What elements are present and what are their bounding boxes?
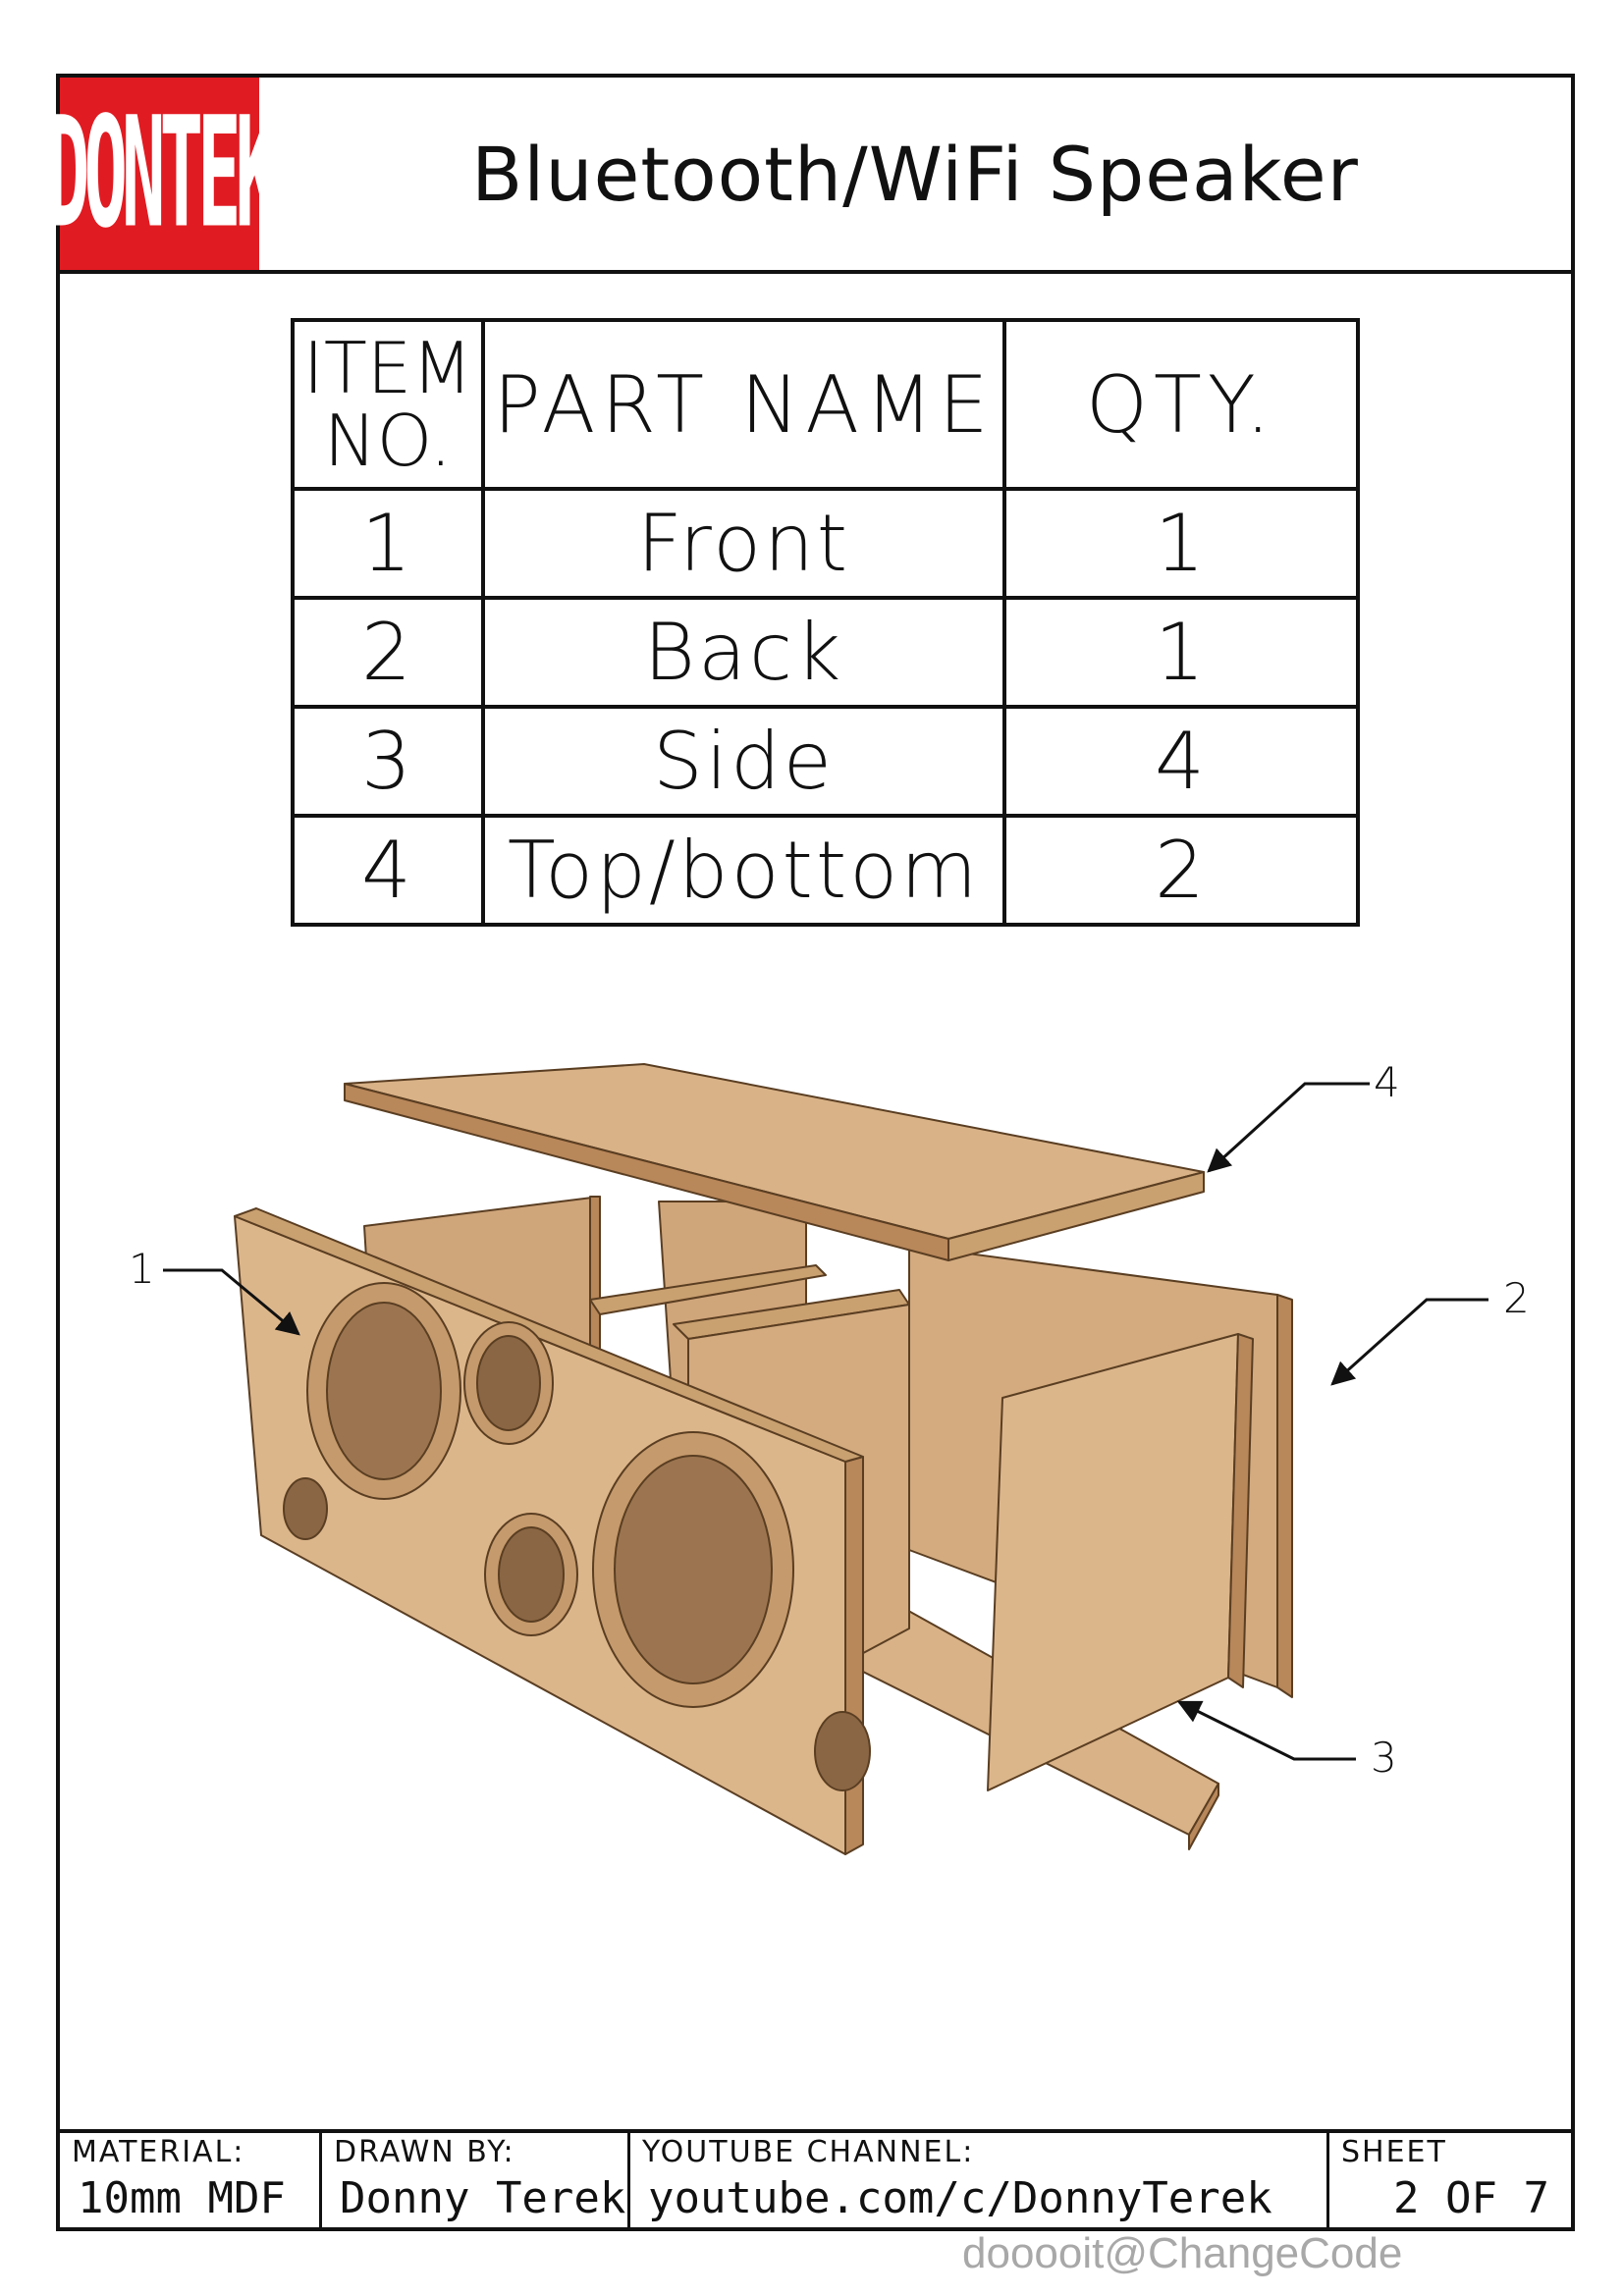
footer-title-block: MATERIAL: 10mm MDF DRAWN BY: Donny Terek… xyxy=(60,2129,1571,2227)
item-number: 1 xyxy=(291,487,485,600)
top-panel xyxy=(344,1063,1205,1261)
logo-text: DONTEK xyxy=(45,84,279,263)
drawn-by-label: DRAWN BY: xyxy=(334,2135,515,2169)
header-part-name: PART NAME xyxy=(481,318,1006,491)
material-label: MATERIAL: xyxy=(72,2135,245,2169)
parts-list-table: ITEM NO. PART NAME QTY. 1 Front 1 2 Back… xyxy=(291,318,1360,927)
part-qty: 2 xyxy=(1002,814,1360,927)
part-name: Back xyxy=(481,596,1006,709)
callout-label-3: 3 xyxy=(1371,1734,1397,1782)
table-row: 4 Top/bottom 2 xyxy=(291,814,1360,927)
item-number: 4 xyxy=(291,814,485,927)
material-value: 10mm MDF xyxy=(78,2173,286,2223)
drawing-sheet: DONTEK Bluetooth/WiFi Speaker ITEM NO. P… xyxy=(46,74,1575,2231)
table-header-row: ITEM NO. PART NAME QTY. xyxy=(291,318,1360,491)
youtube-cell: YOUTUBE CHANNEL: youtube.com/c/DonnyTere… xyxy=(630,2133,1329,2227)
header-item-no: ITEM NO. xyxy=(291,318,485,491)
part-name: Side xyxy=(481,705,1006,818)
header-item-line2: NO. xyxy=(323,400,453,482)
outer-side-panel xyxy=(987,1333,1254,1791)
sheet-cell: SHEET 2 OF 7 xyxy=(1329,2133,1571,2227)
callout-leader-1 xyxy=(163,1268,300,1336)
front-panel xyxy=(234,1207,871,1855)
callout-leader-4 xyxy=(1207,1082,1370,1173)
drawn-by-cell: DRAWN BY: Donny Terek xyxy=(322,2133,630,2227)
callout-label-1: 1 xyxy=(129,1245,155,1293)
sheet-number: 2 OF 7 xyxy=(1393,2173,1549,2223)
callout-label-4: 4 xyxy=(1374,1058,1400,1106)
callout-leader-2 xyxy=(1330,1298,1488,1386)
callout-label-2: 2 xyxy=(1503,1274,1530,1322)
part-qty: 1 xyxy=(1002,487,1360,600)
table-row: 1 Front 1 xyxy=(291,487,1360,600)
brand-logo: DONTEK xyxy=(46,78,279,270)
material-cell: MATERIAL: 10mm MDF xyxy=(60,2133,322,2227)
table-row: 2 Back 1 xyxy=(291,596,1360,709)
part-qty: 4 xyxy=(1002,705,1360,818)
sheet-label: SHEET xyxy=(1341,2135,1447,2169)
drawn-by-value: Donny Terek xyxy=(340,2173,626,2223)
table-row: 3 Side 4 xyxy=(291,705,1360,818)
part-name: Front xyxy=(481,487,1006,600)
youtube-link[interactable]: youtube.com/c/DonnyTerek xyxy=(648,2173,1272,2223)
watermark: dooooit@ChangeCode xyxy=(962,2229,1403,2277)
part-qty: 1 xyxy=(1002,596,1360,709)
page-title: Bluetooth/WiFi Speaker xyxy=(471,130,1359,218)
exploded-speaker-illustration: 1 2 3 4 xyxy=(129,1058,1530,1855)
item-number: 3 xyxy=(291,705,485,818)
part-name: Top/bottom xyxy=(481,814,1006,927)
callout-leader-3 xyxy=(1176,1700,1356,1761)
title-block: DONTEK Bluetooth/WiFi Speaker xyxy=(46,78,1571,274)
item-number: 2 xyxy=(291,596,485,709)
youtube-label: YOUTUBE CHANNEL: xyxy=(642,2135,975,2169)
header-qty: QTY. xyxy=(1002,318,1360,491)
header-item-line1: ITEM xyxy=(302,327,473,409)
